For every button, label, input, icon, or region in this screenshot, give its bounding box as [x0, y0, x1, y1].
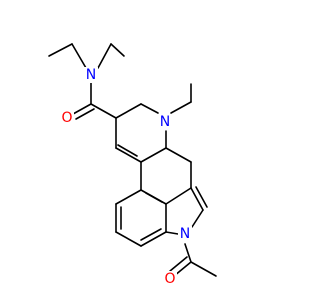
atom-layer: N O N N O: [60, 67, 192, 287]
bond-c2-n1: [191, 209, 204, 228]
bond-n6-methyl: [170, 101, 192, 114]
bond-c11-c12: [115, 189, 142, 205]
bond-ethyl1-ch2: [71, 43, 87, 69]
bond-layer: [48, 43, 217, 277]
bond-c10-c9: [115, 147, 142, 163]
bond-ethyl2-ch3: [110, 43, 125, 57]
bond-c16-c3: [165, 187, 192, 205]
acetyl-oxygen-label: O: [164, 271, 175, 287]
bond-c9-c10-double: [117, 144, 138, 157]
bond-ethyl2-ch2: [97, 43, 112, 69]
bond-carbonyl-2: [75, 108, 95, 120]
bond-c14-c15: [140, 231, 167, 247]
bond-c8-c7: [115, 103, 142, 119]
bond-c5-c4: [165, 147, 192, 163]
bond-c3-c2-double: [195, 186, 208, 208]
bond-c7-n6: [140, 103, 159, 114]
bond-c14-c15-double: [140, 228, 162, 241]
piperidine-nitrogen-label: N: [160, 114, 170, 130]
bond-c13-c14: [115, 231, 142, 247]
carbonyl-oxygen-label: O: [61, 110, 72, 126]
indole-nitrogen-label: N: [180, 226, 190, 242]
bond-acetyl-c-ch3: [190, 261, 217, 277]
amide-nitrogen-label: N: [86, 67, 96, 83]
bond-carbonyl-1: [72, 103, 92, 115]
bond-carbonyl-c8: [90, 103, 117, 119]
bond-n1-acetyl-c: [184, 243, 192, 263]
bond-n1-c15: [165, 231, 179, 235]
bond-acetyl-co-2: [169, 256, 188, 272]
bond-c3-c2: [190, 187, 204, 211]
molecule-structure-diagram: N O N N O: [48, 43, 217, 287]
bond-c5-c10: [140, 147, 167, 163]
bond-c11-c16-double: [145, 192, 163, 203]
bond-ethyl1-ch3: [48, 43, 73, 57]
